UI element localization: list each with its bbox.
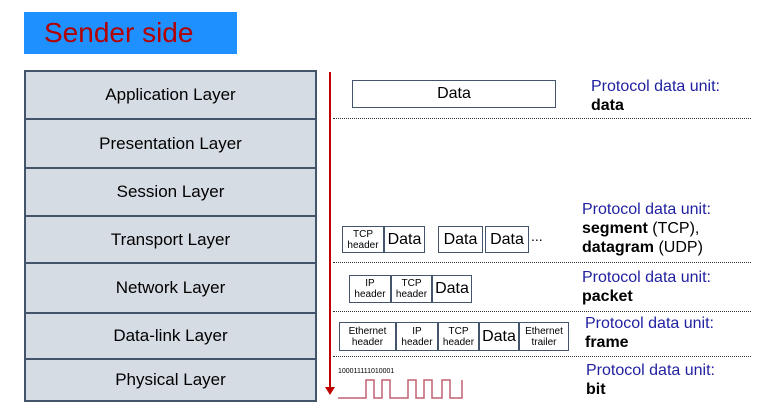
data-cell: Data — [432, 275, 472, 303]
ip-header-cell: IP header — [396, 322, 438, 351]
pdu-label: Protocol data unit: — [591, 78, 720, 95]
tcp-header-cell: TCP header — [391, 275, 432, 303]
separator — [333, 356, 751, 357]
data-cell: Data — [352, 80, 556, 108]
pdu-network: Protocol data unit: packet — [582, 268, 711, 306]
pdu-suffix: (TCP), — [647, 220, 700, 237]
separator — [333, 262, 751, 263]
pdu-suffix: (UDP) — [654, 239, 703, 256]
pdu-value: frame — [585, 334, 629, 351]
separator — [333, 118, 751, 119]
ellipsis: ... — [531, 228, 543, 244]
separator — [333, 311, 751, 312]
pdu-label: Protocol data unit: — [582, 269, 711, 286]
layer-physical: Physical Layer — [24, 358, 317, 402]
pdu-application: Protocol data unit: data — [591, 77, 720, 115]
layer-datalink: Data-link Layer — [24, 312, 317, 360]
layer-network: Network Layer — [24, 262, 317, 314]
layer-presentation: Presentation Layer — [24, 118, 317, 169]
pdu-value: segment — [582, 220, 648, 237]
pdu-transport: Protocol data unit: segment (TCP), datag… — [582, 200, 711, 257]
data-cell: Data — [438, 226, 483, 253]
pdu-value: data — [591, 97, 624, 114]
signal-waveform-icon — [338, 379, 463, 399]
flow-arrow-line — [329, 72, 331, 390]
data-cell: Data — [384, 226, 425, 253]
flow-arrow-head-icon — [325, 387, 335, 395]
page-title: Sender side — [24, 12, 237, 54]
layer-application: Application Layer — [24, 70, 317, 120]
ethernet-header-cell: Ethernet header — [339, 322, 396, 351]
pdu-label: Protocol data unit: — [582, 201, 711, 218]
layer-session: Session Layer — [24, 167, 317, 217]
pdu-label: Protocol data unit: — [585, 315, 714, 332]
ethernet-trailer-cell: Ethernet trailer — [519, 322, 569, 351]
pdu-label: Protocol data unit: — [586, 362, 715, 379]
tcp-header-cell: TCP header — [342, 226, 384, 253]
pdu-value: packet — [582, 288, 633, 305]
pdu-value: bit — [586, 381, 606, 398]
pdu-value: datagram — [582, 239, 655, 256]
ip-header-cell: IP header — [349, 275, 391, 303]
pdu-physical: Protocol data unit: bit — [586, 361, 715, 399]
data-cell: Data — [479, 322, 519, 351]
pdu-datalink: Protocol data unit: frame — [585, 314, 714, 352]
layer-transport: Transport Layer — [24, 215, 317, 264]
data-cell: Data — [485, 226, 529, 253]
bit-string: 100011111010001 — [338, 368, 395, 375]
tcp-header-cell: TCP header — [438, 322, 479, 351]
